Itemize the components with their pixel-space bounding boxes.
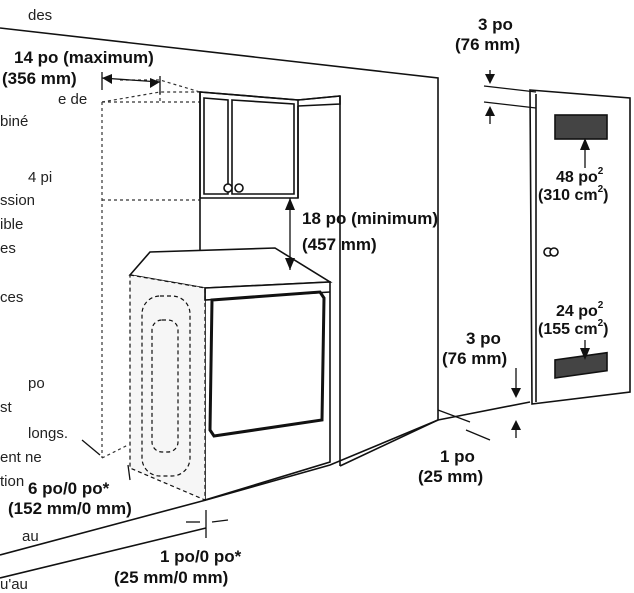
- bg-fragment-14: au: [22, 528, 39, 545]
- bg-fragment-8: ces: [0, 289, 23, 306]
- dryer: [128, 247, 333, 502]
- side-gap-mm-label: (25 mm): [418, 467, 483, 486]
- back-gap-label: 6 po/0 po*: [28, 479, 110, 498]
- back-gap-mm-label: (152 mm/0 mm): [8, 499, 132, 518]
- bg-fragment-12: ent ne: [0, 449, 42, 466]
- bg-fragment-4: 4 pi: [28, 169, 52, 186]
- bg-fragment-3: biné: [0, 113, 28, 130]
- bg-fragment-6: ible: [0, 216, 23, 233]
- closet-back-wall: [0, 27, 439, 467]
- closet-side-panel: [199, 92, 341, 466]
- top-clearance-label: 14 po (maximum): [14, 48, 154, 67]
- door-clearance-mm-label: (76 mm): [455, 35, 520, 54]
- background-text: des e de biné 4 pi ssion ible es ces po …: [0, 7, 87, 593]
- upper-vent-area-label: 48 po2: [556, 166, 604, 186]
- door-clearance-label: 3 po: [478, 15, 513, 34]
- bg-fragment-5: ssion: [0, 192, 35, 209]
- top-clearance-mm-label: (356 mm): [2, 69, 77, 88]
- lower-vent-area-metric-label: (155 cm2): [538, 318, 608, 338]
- dimension-arrowheads: [102, 74, 590, 430]
- rear-gap-mm-label: (76 mm): [442, 349, 507, 368]
- lower-vent: [554, 351, 608, 379]
- bottom-gap-label: 1 po/0 po*: [160, 547, 242, 566]
- upper-cabinet: [199, 91, 341, 199]
- bg-fragment-15: u'au: [0, 576, 28, 593]
- bg-fragment-7: es: [0, 240, 16, 257]
- rear-gap-label: 3 po: [466, 329, 501, 348]
- bg-fragment-9: po: [28, 375, 45, 392]
- bottom-gap-mm-label: (25 mm/0 mm): [114, 568, 228, 587]
- upper-vent-area-metric-label: (310 cm2): [538, 184, 608, 204]
- bg-fragment-10: st: [0, 399, 13, 416]
- bg-fragment-2: e de: [58, 91, 87, 108]
- bg-fragment-1: des: [28, 7, 52, 24]
- shelf-clearance-label: 18 po (minimum): [302, 209, 438, 228]
- upper-vent: [554, 114, 608, 140]
- closet-door: [529, 89, 631, 405]
- closet-floor: [0, 401, 531, 579]
- bg-fragment-13: tion: [0, 473, 24, 490]
- shelf-clearance-mm-label: (457 mm): [302, 235, 377, 254]
- lower-vent-area-label: 24 po2: [556, 300, 604, 320]
- bg-fragment-11: longs.: [28, 425, 68, 442]
- dimension-labels: 14 po (maximum) (356 mm) 3 po (76 mm) 48…: [2, 15, 608, 587]
- side-gap-label: 1 po: [440, 447, 475, 466]
